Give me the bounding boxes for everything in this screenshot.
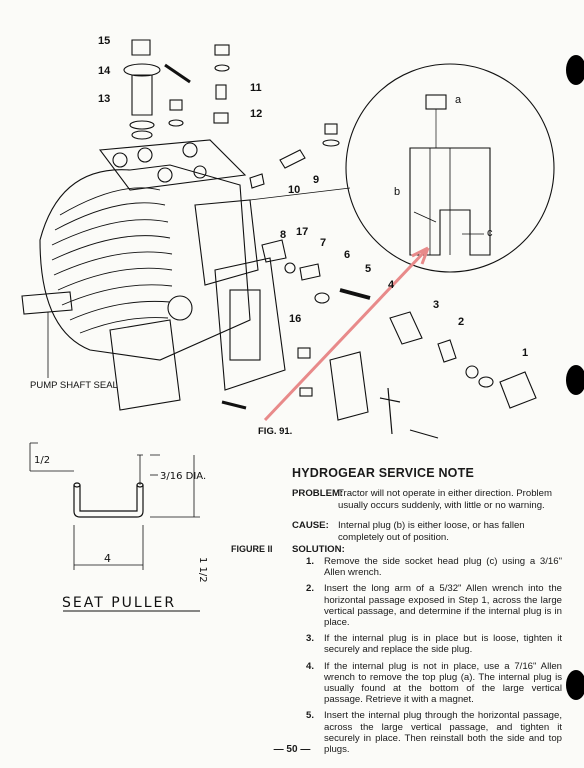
red-arrow bbox=[263, 246, 430, 422]
punch-hole bbox=[566, 365, 584, 395]
callout-7: 7 bbox=[320, 237, 326, 249]
callout-14: 14 bbox=[98, 65, 111, 77]
seat-puller-diagram: 1/2 3/16 DIA. 4 1 1/2 SEAT PULLER bbox=[29, 442, 208, 612]
problem-row: PROBLEM: Tractor will not operate in eit… bbox=[292, 488, 560, 512]
cause-label: CAUSE: bbox=[292, 520, 329, 531]
figure-91-caption: FIG. 91. bbox=[258, 426, 292, 437]
page-number: — 50 — bbox=[273, 744, 311, 755]
callout-12: 12 bbox=[250, 108, 262, 120]
callout-16: 16 bbox=[289, 313, 301, 325]
solution-steps: 1.Remove the side socket head plug (c) u… bbox=[292, 556, 562, 760]
inset-circle bbox=[345, 63, 555, 273]
problem-text: Tractor will not operate in either direc… bbox=[338, 488, 552, 511]
inset-callout-c: c bbox=[487, 227, 493, 239]
step-item: 2.Insert the long arm of a 5/32" Allen w… bbox=[306, 583, 562, 629]
punch-hole bbox=[566, 55, 584, 85]
step-item: 3.If the internal plug is in place but i… bbox=[306, 633, 562, 656]
callout-11: 11 bbox=[250, 82, 262, 94]
callout-2: 2 bbox=[458, 316, 464, 328]
callout-6: 6 bbox=[344, 249, 350, 261]
callout-4: 4 bbox=[388, 279, 395, 291]
step-item: 5.Insert the internal plug through the h… bbox=[306, 710, 562, 756]
inset-callout-a: a bbox=[455, 94, 462, 106]
figure-2-label: FIGURE II bbox=[231, 544, 273, 554]
callout-17: 17 bbox=[296, 226, 308, 238]
service-note-title: HYDROGEAR SERVICE NOTE bbox=[292, 466, 474, 480]
seat-puller-title: SEAT PULLER bbox=[62, 595, 176, 611]
callout-15: 15 bbox=[98, 35, 110, 47]
callout-8: 8 bbox=[280, 229, 286, 241]
exploded-diagram: 15 14 13 11 12 9 10 8 17 7 6 5 4 3 2 1 1… bbox=[21, 35, 555, 439]
cause-row: CAUSE: Internal plug (b) is either loose… bbox=[292, 520, 560, 544]
pump-shaft-seal-label: PUMP SHAFT SEAL bbox=[30, 380, 118, 391]
step-item: 1.Remove the side socket head plug (c) u… bbox=[306, 556, 562, 579]
step-item: 4.If the internal plug is not in place, … bbox=[306, 660, 562, 706]
callout-13: 13 bbox=[98, 93, 110, 105]
solution-label: SOLUTION: bbox=[292, 544, 345, 555]
inset-callout-b: b bbox=[394, 186, 400, 198]
problem-label: PROBLEM: bbox=[292, 488, 344, 499]
dim-height: 1 1/2 bbox=[197, 557, 208, 583]
callout-3: 3 bbox=[433, 299, 439, 311]
callout-10: 10 bbox=[288, 184, 300, 196]
punch-hole bbox=[566, 670, 584, 700]
dim-diameter: 3/16 DIA. bbox=[160, 471, 206, 482]
cause-text: Internal plug (b) is either loose, or ha… bbox=[338, 520, 525, 543]
dim-length: 4 bbox=[104, 552, 111, 565]
callout-1: 1 bbox=[522, 347, 528, 359]
callout-5: 5 bbox=[365, 263, 371, 275]
dim-top: 1/2 bbox=[34, 455, 50, 466]
callout-9: 9 bbox=[313, 174, 319, 186]
